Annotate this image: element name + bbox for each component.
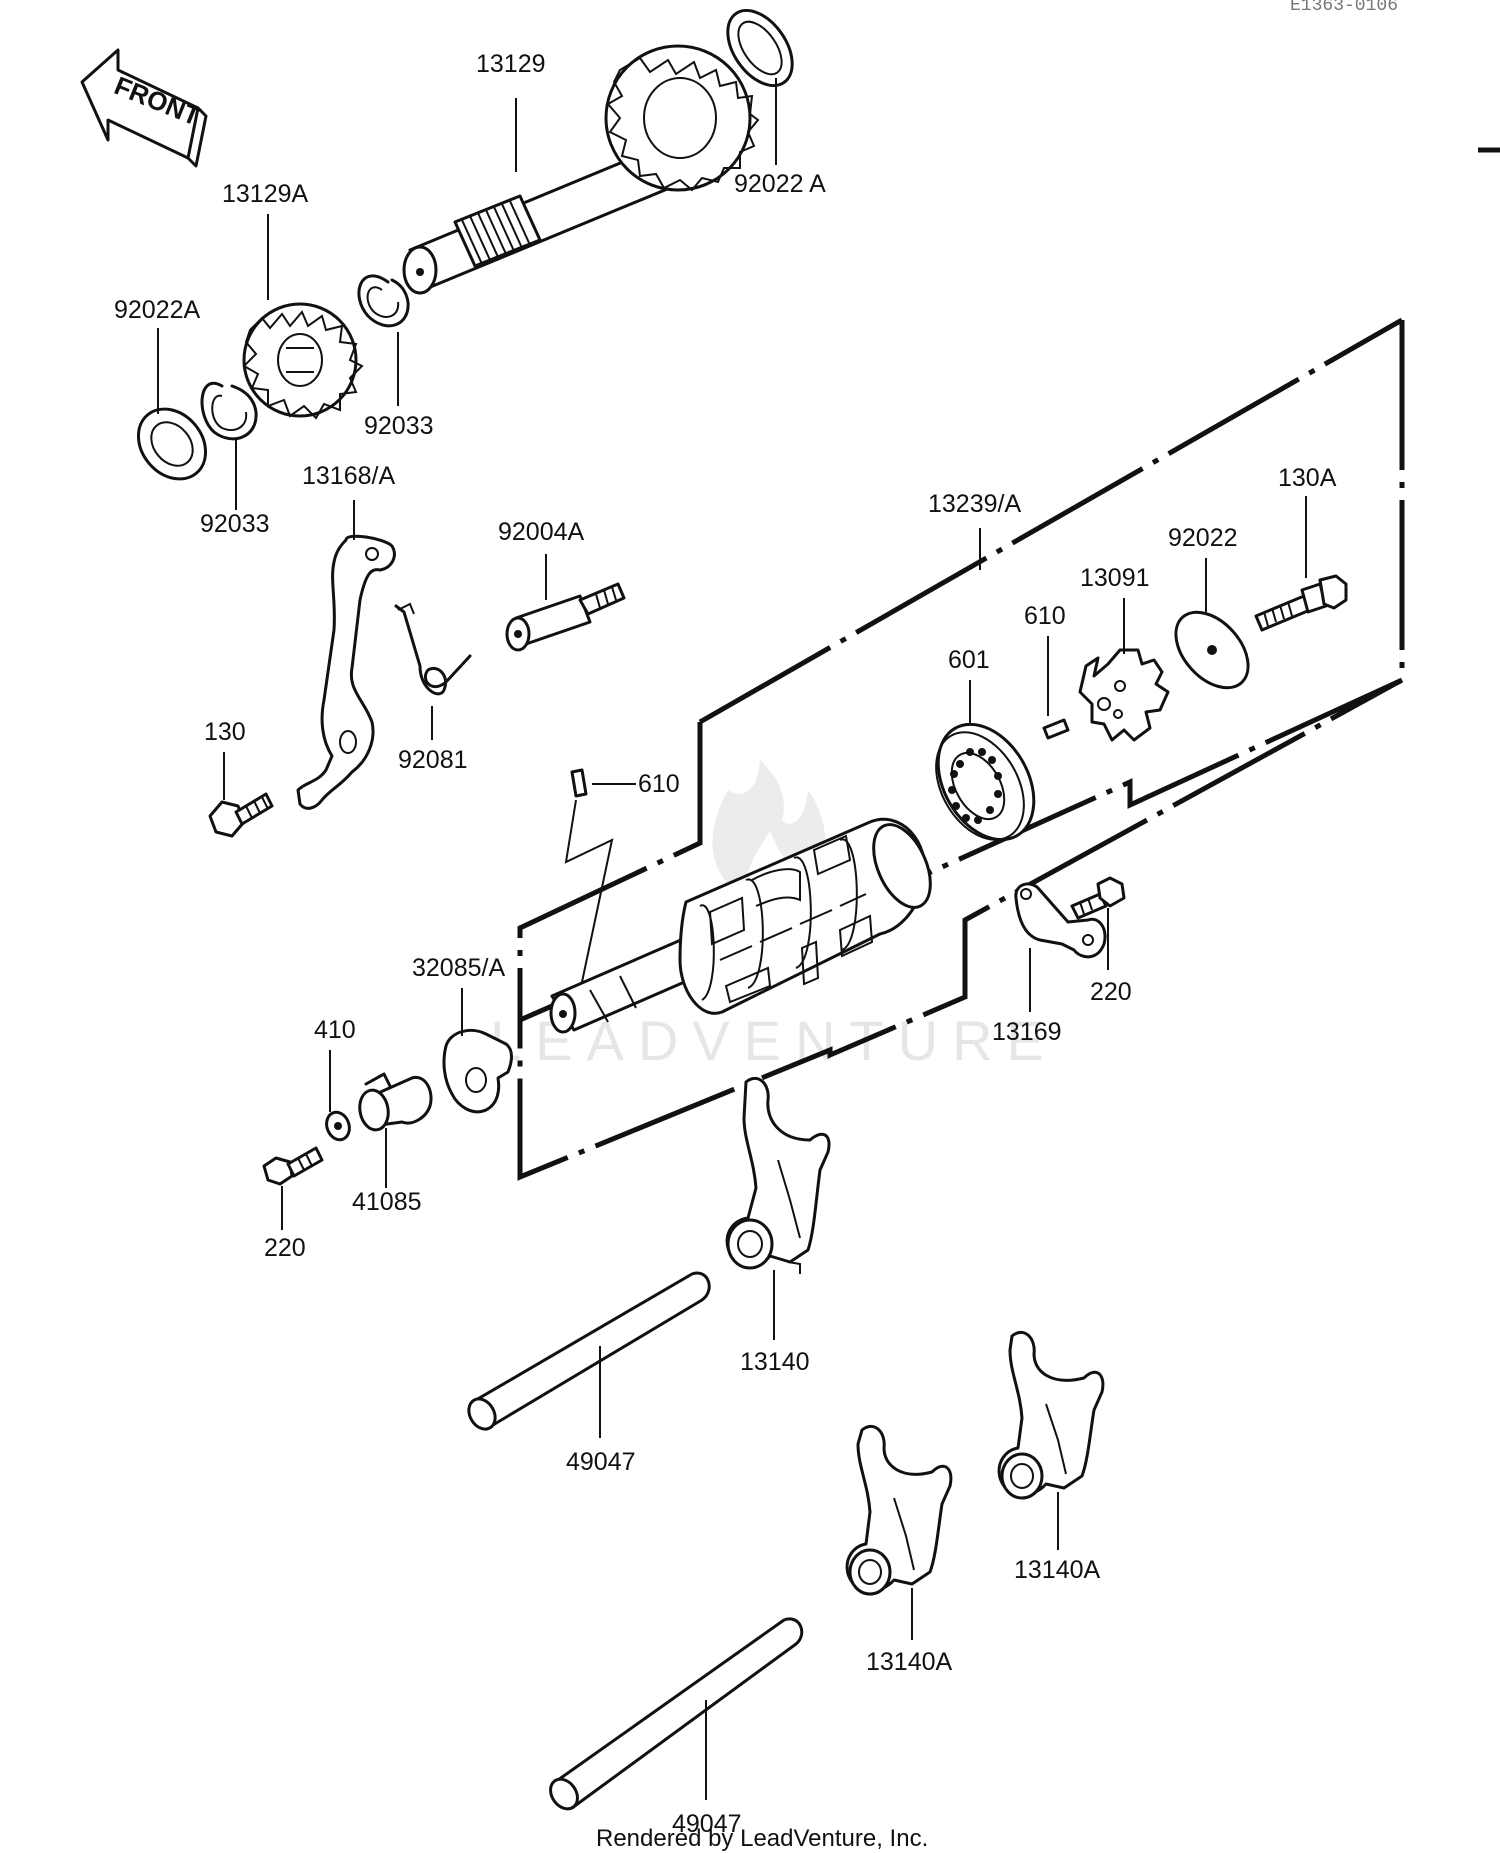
label-220-right: 220 [1090,978,1132,1006]
label-601: 601 [948,646,990,674]
circlip-92033-upper [357,274,410,328]
label-13140A-left: 13140A [866,1648,953,1676]
washer-92022A-top [726,9,794,87]
bolt-130A [1254,574,1348,632]
pin-610-right [1042,718,1070,740]
shift-rod-49047-lower [549,1617,804,1811]
label-32085A: 32085/A [412,954,505,982]
bolt-130 [208,792,274,838]
label-13168A: 13168/A [302,462,395,490]
label-49047-lower: 49047 [672,1810,742,1838]
washer-92022A-left [136,407,208,481]
gear-13129A [242,302,364,420]
screw-220-right [1070,876,1126,920]
label-92033-lower: 92033 [200,510,270,538]
washer-410 [325,1110,351,1142]
screw-220-left [262,1146,324,1186]
label-220-left: 220 [264,1234,306,1262]
watermark: LEADVENTURE [490,760,1044,1072]
label-92022: 92022 [1168,524,1238,552]
bearing-601 [935,722,1036,842]
holder-41085 [358,1072,433,1132]
label-13140A-right: 13140A [1014,1556,1101,1584]
shift-fork-13140A-left [845,1424,953,1596]
diagram-reference-code: E1363-0106 [1290,0,1398,16]
pin-plate-13091 [1078,648,1170,742]
shift-rod-49047-upper [467,1271,711,1431]
spring-92081 [394,602,472,696]
stopper-plate-13169 [1014,882,1107,959]
label-49047-upper: 49047 [566,1448,636,1476]
pin-610-path [564,799,614,983]
label-13129: 13129 [476,50,546,78]
label-610-right: 610 [1024,602,1066,630]
label-410: 410 [314,1016,356,1044]
shift-drum-13239A [549,817,932,1034]
label-92022A-top: 92022 A [734,170,826,198]
washer-92022 [1174,610,1250,690]
stud-92004A [505,582,626,652]
render-credit: Rendered by LeadVenture, Inc. [596,1825,928,1852]
shift-lever-13168A [296,534,396,810]
label-13129A: 13129A [222,180,309,208]
label-13239A: 13239/A [928,490,1021,518]
label-13140: 13140 [740,1348,810,1376]
label-13169: 13169 [992,1018,1062,1046]
shift-fork-13140 [725,1076,831,1274]
label-130: 130 [204,718,246,746]
circlip-92033-lower [200,381,258,441]
label-130A: 130A [1278,464,1337,492]
countershaft-13129 [402,44,760,295]
assembly-frame-top [698,317,1404,725]
label-92081: 92081 [398,746,468,774]
label-41085: 41085 [352,1188,422,1216]
label-610-left: 610 [638,770,680,798]
shift-fork-13140A-right [997,1330,1105,1500]
label-92022A-left: 92022A [114,296,201,324]
cam-32085A [442,1029,513,1114]
label-92004A: 92004A [498,518,585,546]
label-13091: 13091 [1080,564,1150,592]
pin-610-left [570,768,588,798]
label-92033-upper: 92033 [364,412,434,440]
front-arrow-icon: FRONT [80,48,208,168]
assembly-frame-upper [517,722,703,1020]
